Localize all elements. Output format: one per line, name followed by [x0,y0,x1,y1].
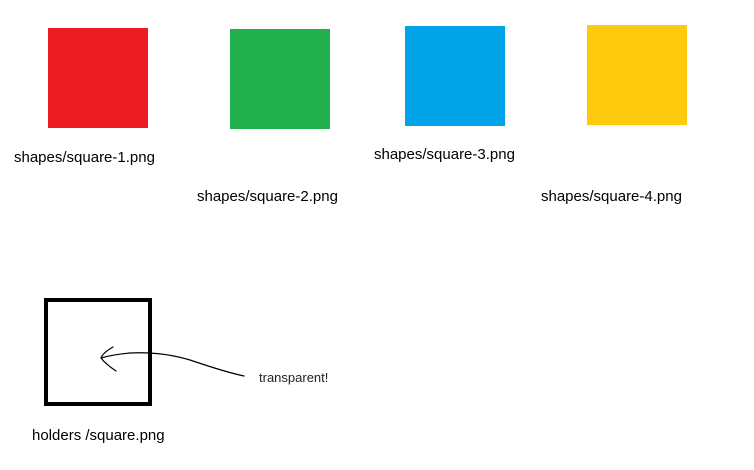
transparent-note: transparent! [259,370,329,385]
square-3-caption: shapes/square-3.png [374,146,515,163]
square-2-caption: shapes/square-2.png [197,188,338,205]
yellow-square [587,25,687,125]
holder-caption: holders /square.png [32,427,165,444]
square-1-caption: shapes/square-1.png [14,149,155,166]
green-square [230,29,330,129]
square-4-caption: shapes/square-4.png [541,188,682,205]
red-square [48,28,148,128]
holder-square-outline [44,298,152,406]
blue-square [405,26,505,126]
